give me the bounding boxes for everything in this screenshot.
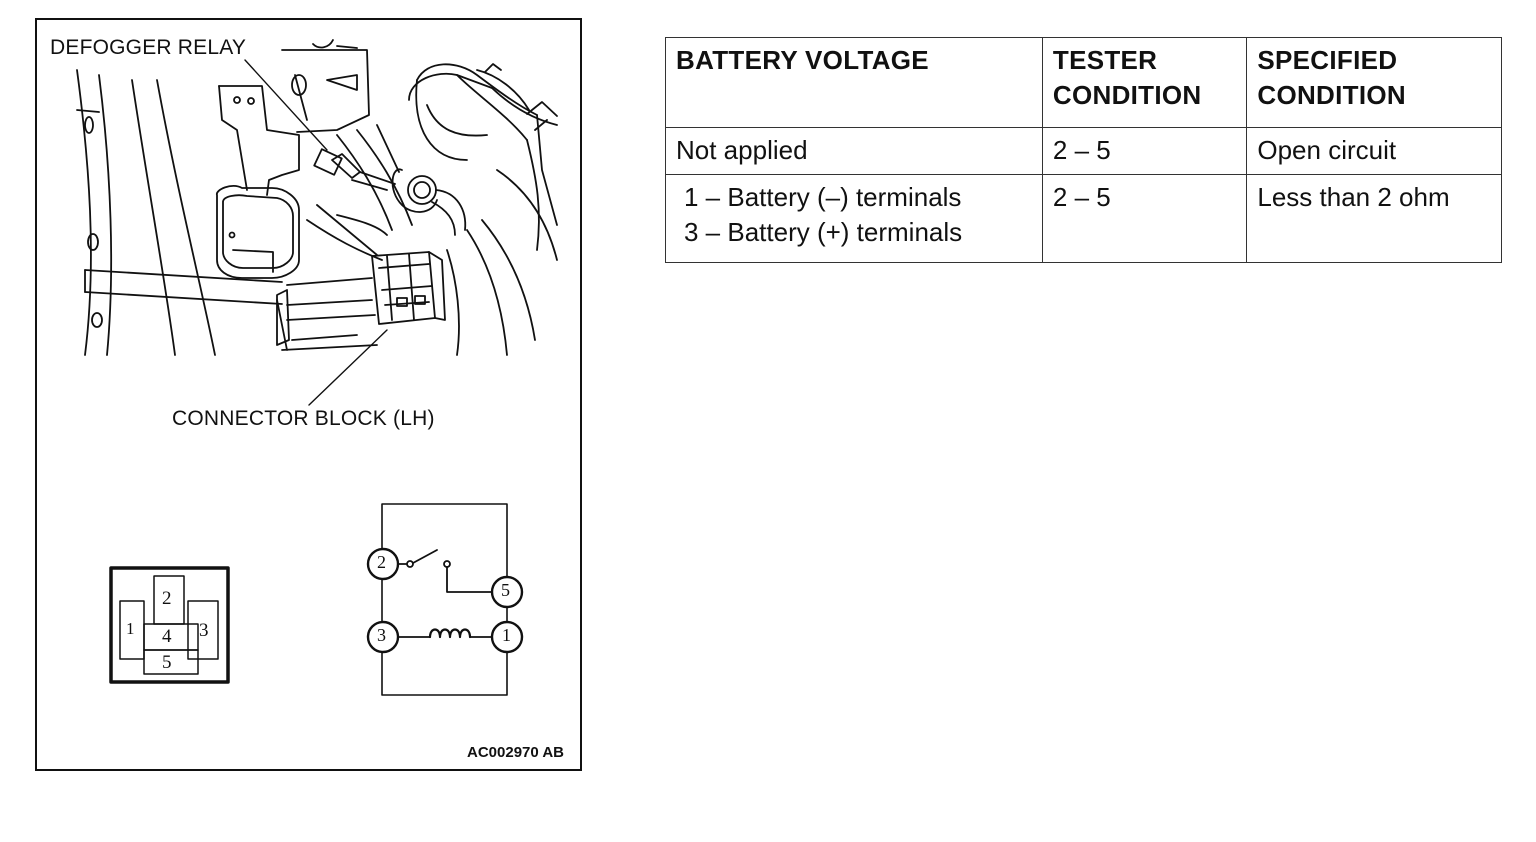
relay-check-table: BATTERY VOLTAGE TESTER CONDITION SPECIFI…	[665, 37, 1502, 263]
table-header-row: BATTERY VOLTAGE TESTER CONDITION SPECIFI…	[665, 37, 1502, 128]
figure-panel: 1 2 3 4 5 2 5 3 1 DEFOGGER RELAY CONNECT…	[35, 18, 582, 771]
terminal-3-label: 3	[377, 625, 387, 645]
cell-battery-voltage: Not applied	[665, 127, 1043, 175]
relay-schematic-diagram	[366, 503, 524, 696]
cell-battery-voltage: 1 – Battery (–) terminals 3 – Battery (+…	[665, 174, 1043, 263]
connector-block-label: CONNECTOR BLOCK (LH)	[172, 407, 435, 430]
table-row: Not applied 2 – 5 Open circuit	[665, 127, 1502, 175]
terminal-1-label: 1	[502, 625, 512, 645]
table-row: 1 – Battery (–) terminals 3 – Battery (+…	[665, 174, 1502, 263]
connector-pin-2-label: 2	[162, 588, 172, 609]
header-battery-voltage: BATTERY VOLTAGE	[665, 37, 1043, 128]
cell-specified-condition: Open circuit	[1246, 127, 1502, 175]
defogger-relay-label: DEFOGGER RELAY	[50, 36, 247, 59]
terminal-5-label: 5	[501, 580, 511, 600]
cell-tester-condition: 2 – 5	[1041, 174, 1248, 263]
connector-pin-1-label: 1	[126, 619, 135, 638]
cell-tester-condition: 2 – 5	[1041, 127, 1248, 175]
relay-location-illustration	[76, 39, 558, 696]
connector-pin-4-label: 4	[162, 626, 172, 647]
connector-face-diagram	[109, 566, 230, 684]
header-tester-condition: TESTER CONDITION	[1041, 37, 1248, 128]
terminal-2-label: 2	[377, 552, 387, 572]
connector-pin-3-label: 3	[199, 620, 209, 641]
cell-specified-condition: Less than 2 ohm	[1246, 174, 1502, 263]
header-specified-condition: SPECIFIED CONDITION	[1246, 37, 1502, 128]
figure-code: AC002970 AB	[467, 744, 564, 761]
connector-pin-5-label: 5	[162, 652, 172, 673]
